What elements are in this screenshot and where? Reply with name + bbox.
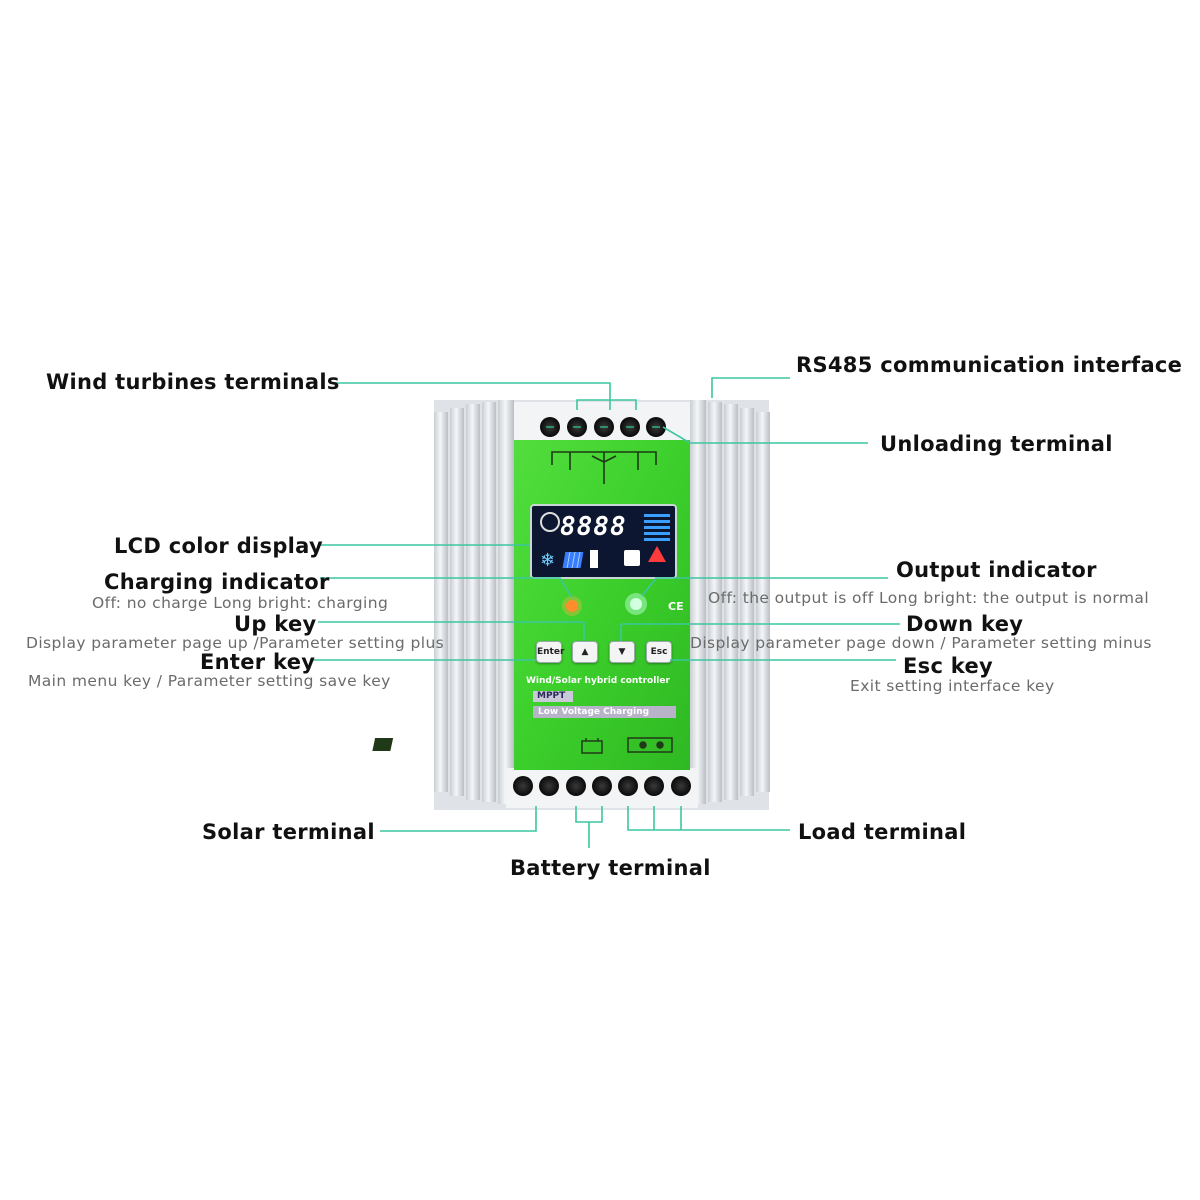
load-icon — [627, 737, 673, 753]
label-unloading-terminal: Unloading terminal — [880, 432, 1113, 456]
label-solar-terminal: Solar terminal — [202, 820, 375, 844]
charging-indicator-led — [566, 600, 578, 612]
mppt-badge: MPPT — [537, 691, 566, 701]
charging-badge: Low Voltage Charging — [538, 707, 650, 717]
label-load-terminal: Load terminal — [798, 820, 967, 844]
panel-title: Wind/Solar hybrid controller — [526, 676, 670, 686]
arrow-down-icon: ▼ — [618, 647, 626, 657]
label-output-indicator: Output indicator — [896, 558, 1097, 582]
label-battery-terminal: Battery terminal — [510, 856, 711, 880]
desc-esc-key: Exit setting interface key — [850, 677, 1055, 695]
enter-key[interactable]: Enter — [536, 641, 564, 663]
desc-down-key: Display parameter page down / Parameter … — [690, 634, 1152, 652]
desc-enter-key: Main menu key / Parameter setting save k… — [28, 672, 391, 690]
lcd-load-icon — [624, 550, 640, 566]
desc-output-indicator: Off: the output is off Long bright: the … — [708, 589, 1150, 607]
arrow-up-icon: ▲ — [581, 647, 589, 657]
lcd-status-bars — [644, 514, 670, 542]
battery-icon — [581, 738, 603, 754]
lcd-digits: 8888 — [560, 512, 627, 542]
esc-key[interactable]: Esc — [646, 641, 672, 663]
up-key[interactable]: ▲ — [572, 641, 598, 663]
solar-icon — [372, 738, 394, 751]
label-rs485-interface: RS485 communication interface — [796, 353, 1183, 377]
lcd-wind-icon — [540, 512, 560, 532]
lcd-snowflake-icon: ❄ — [540, 550, 556, 571]
top-terminal-screws — [540, 417, 666, 437]
label-lcd-color-display: LCD color display — [114, 534, 323, 558]
wind-turbine-icon — [551, 451, 657, 484]
desc-charging-indicator: Off: no charge Long bright: charging — [92, 594, 389, 612]
charging-badge-bg — [533, 706, 676, 718]
label-charging-indicator: Charging indicator — [104, 570, 330, 594]
label-esc-key: Esc key — [903, 654, 994, 678]
down-key[interactable]: ▼ — [609, 641, 635, 663]
lcd-warning-icon — [648, 546, 666, 562]
lcd-battery-icon — [590, 550, 598, 568]
lcd-color-display: 8888 ❄ — [530, 504, 677, 579]
label-enter-key: Enter key — [200, 650, 316, 674]
bottom-terminal-screws — [513, 776, 691, 796]
ce-mark: CE — [668, 600, 684, 613]
label-wind-turbines-terminals: Wind turbines terminals — [46, 370, 340, 394]
mppt-badge-bg — [533, 691, 573, 702]
desc-up-key: Display parameter page up /Parameter set… — [26, 634, 445, 652]
label-down-key: Down key — [906, 612, 1024, 636]
label-up-key: Up key — [234, 612, 317, 636]
